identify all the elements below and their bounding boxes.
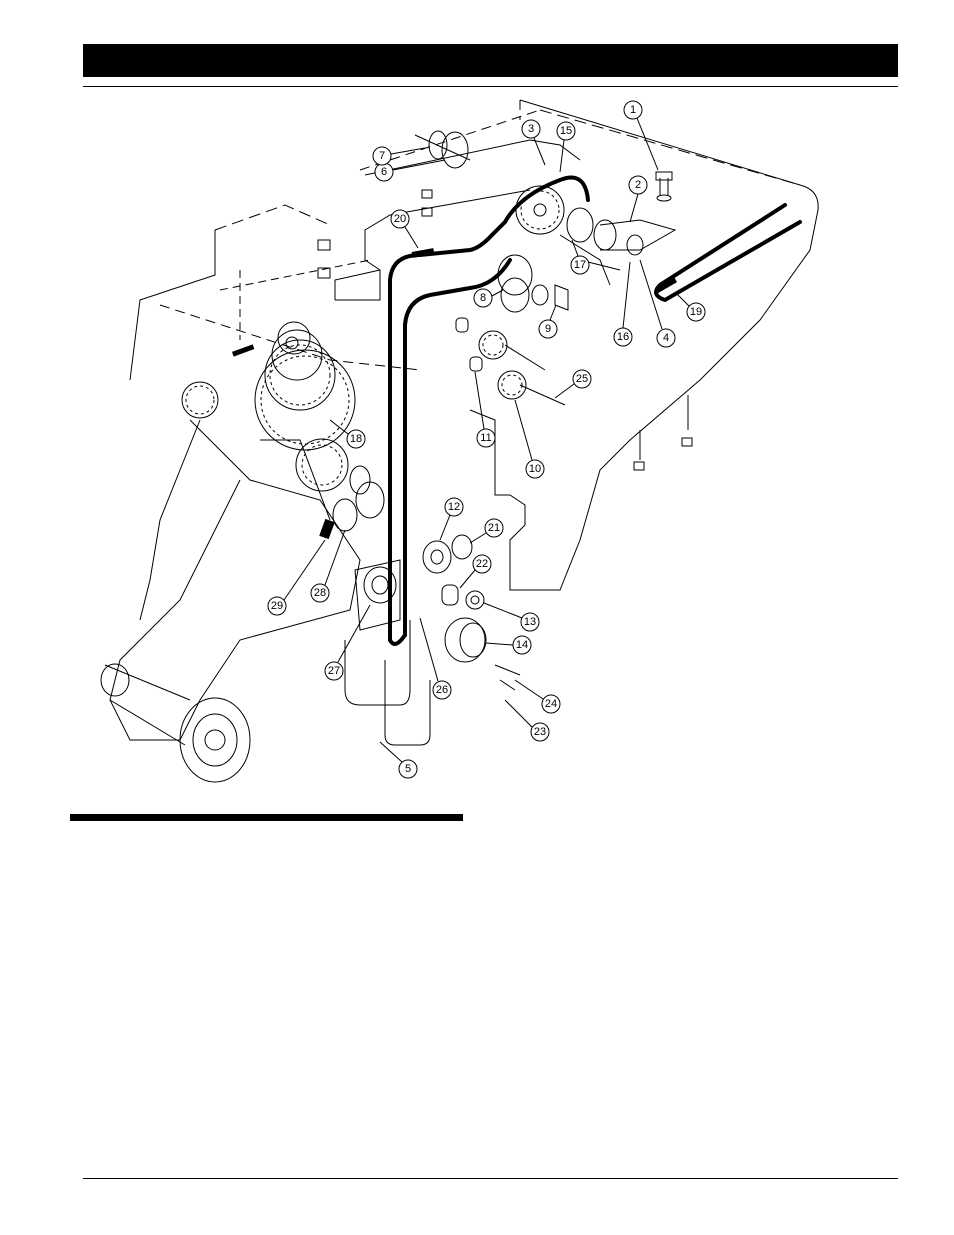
callout-16: 16 — [614, 262, 632, 346]
svg-text:13: 13 — [524, 616, 536, 628]
svg-text:5: 5 — [405, 763, 411, 775]
callout-3: 3 — [522, 120, 545, 165]
svg-text:17: 17 — [574, 259, 586, 271]
svg-text:14: 14 — [516, 639, 528, 651]
callout-17: 17 — [571, 240, 589, 274]
callout-25: 25 — [555, 370, 591, 398]
svg-text:29: 29 — [271, 600, 283, 612]
svg-text:12: 12 — [448, 501, 460, 513]
svg-text:6: 6 — [381, 166, 387, 178]
svg-text:15: 15 — [560, 125, 572, 137]
svg-text:16: 16 — [617, 331, 629, 343]
header-rule — [83, 86, 898, 87]
callout-22: 22 — [460, 555, 491, 588]
callout-2: 2 — [629, 176, 647, 222]
callout-18: 18 — [330, 420, 365, 448]
callout-13: 13 — [484, 603, 539, 631]
callout-21: 21 — [470, 519, 503, 543]
svg-text:10: 10 — [529, 463, 541, 475]
callout-10: 10 — [515, 400, 544, 478]
callout-11: 11 — [475, 372, 495, 447]
svg-text:22: 22 — [476, 558, 488, 570]
svg-text:7: 7 — [379, 150, 385, 162]
svg-text:1: 1 — [630, 104, 636, 116]
svg-text:20: 20 — [394, 213, 406, 225]
callout-12: 12 — [440, 498, 463, 540]
callout-29: 29 — [268, 540, 325, 615]
footer-rule — [83, 1178, 898, 1179]
callout-26: 26 — [420, 618, 451, 699]
svg-text:28: 28 — [314, 587, 326, 599]
svg-text:18: 18 — [350, 433, 362, 445]
callout-9: 9 — [539, 305, 557, 338]
section-divider-bar — [70, 814, 463, 821]
callout-15: 15 — [557, 122, 575, 172]
svg-text:24: 24 — [545, 698, 557, 710]
svg-text:19: 19 — [690, 306, 702, 318]
exploded-parts-diagram: 1 2 3 4 5 6 7 8 9 10 11 12 — [0, 90, 954, 790]
callout-7: 7 — [373, 147, 425, 165]
svg-text:26: 26 — [436, 684, 448, 696]
svg-text:21: 21 — [488, 522, 500, 534]
svg-text:25: 25 — [576, 373, 588, 385]
header-bar — [83, 44, 898, 77]
callout-28: 28 — [311, 530, 345, 602]
svg-text:23: 23 — [534, 726, 546, 738]
svg-text:3: 3 — [528, 123, 534, 135]
callout-20: 20 — [391, 210, 418, 248]
svg-text:2: 2 — [635, 179, 641, 191]
callout-19: 19 — [675, 292, 705, 321]
callout-14: 14 — [486, 636, 531, 654]
svg-text:11: 11 — [480, 432, 491, 444]
callout-24: 24 — [515, 680, 560, 713]
callout-8: 8 — [474, 289, 503, 307]
callout-4: 4 — [640, 260, 675, 347]
svg-text:27: 27 — [328, 665, 340, 677]
svg-text:8: 8 — [480, 292, 486, 304]
callout-27: 27 — [325, 605, 370, 680]
svg-text:9: 9 — [545, 323, 551, 335]
svg-text:4: 4 — [663, 332, 669, 344]
callout-5: 5 — [380, 742, 417, 778]
